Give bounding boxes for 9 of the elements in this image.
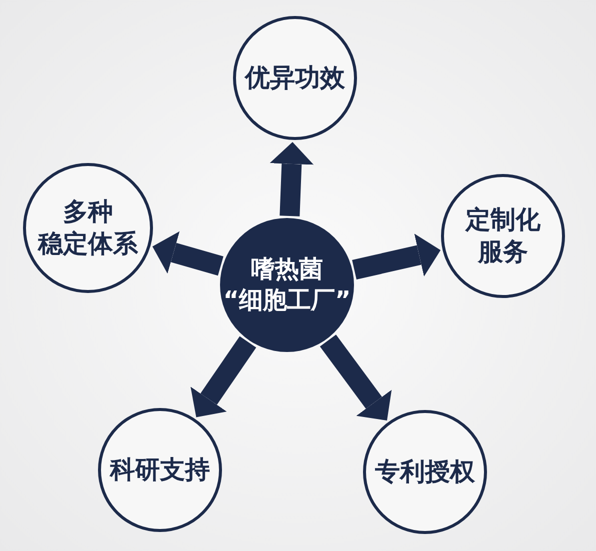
node-label: 科研支持 [110, 454, 210, 486]
block-arrow [270, 142, 314, 216]
block-arrow [150, 231, 224, 276]
node-label: 优异功效 [245, 62, 345, 94]
block-arrow [352, 234, 443, 280]
node-label: 专利授权 [375, 456, 475, 488]
node-label: 嗜热菌“细胞工厂” [223, 254, 351, 316]
node-label: 定制化服务 [466, 204, 540, 268]
node-label: 多种稳定体系 [38, 196, 138, 260]
